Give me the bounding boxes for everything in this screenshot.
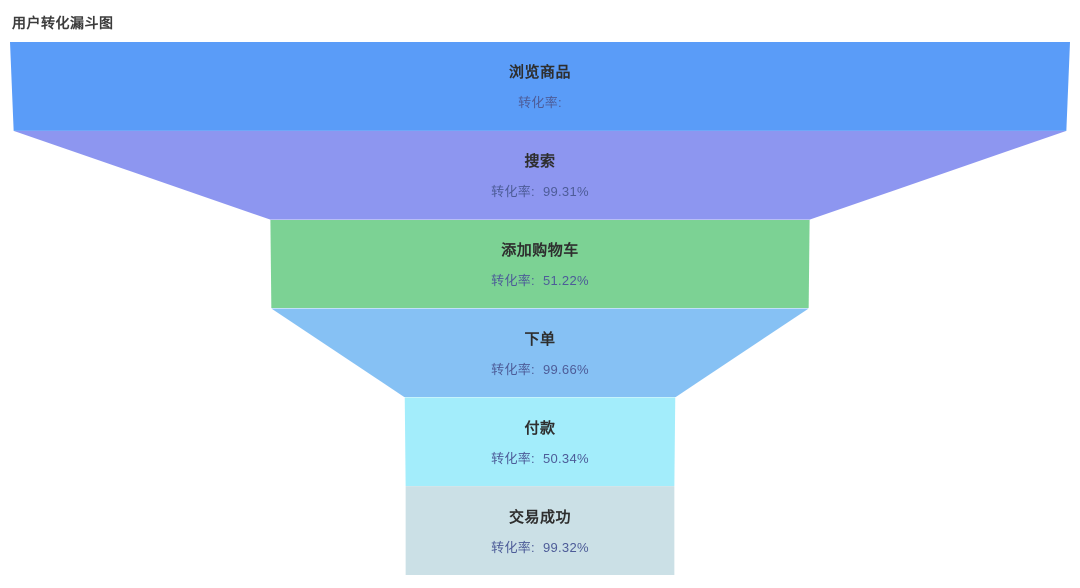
stage-rate: 转化率: <box>518 92 562 111</box>
funnel-stage-3[interactable]: 添加购物车转化率: 51.22% <box>270 219 810 309</box>
stage-label: 交易成功 <box>508 508 571 526</box>
funnel-chart: 浏览商品转化率:搜索转化率:99.31%添加购物车转化率:51.22%下单转化率… <box>10 42 1070 575</box>
stage-rate: 转化率: 99.66% <box>491 359 589 378</box>
chart-title: 用户转化漏斗图 <box>12 15 114 31</box>
funnel-stage-4[interactable]: 下单转化率: 99.66% <box>271 308 809 398</box>
stage-rate-value: 51.22% <box>542 273 589 289</box>
stage-rate-prefix: 转化率: <box>491 361 535 377</box>
stage-rate: 转化率: 50.34% <box>491 448 589 467</box>
stage-label: 搜索 <box>524 153 556 171</box>
stage-rate-prefix: 转化率: <box>491 539 535 555</box>
stage-rate-value: 99.32% <box>542 539 589 555</box>
stage-rate: 转化率: 99.32% <box>491 537 589 556</box>
stage-label: 下单 <box>524 330 556 348</box>
funnel-stage-2[interactable]: 搜索转化率: 99.31% <box>13 130 1067 220</box>
stage-rate-value: 50.34% <box>542 450 589 466</box>
stage-rate-prefix: 转化率: <box>491 184 535 200</box>
stage-rate: 转化率: 99.31% <box>491 181 589 200</box>
stage-rate-prefix: 转化率: <box>518 95 562 111</box>
stage-rate-prefix: 转化率: <box>491 273 535 289</box>
stage-label: 浏览商品 <box>508 64 571 82</box>
funnel-stage-5[interactable]: 付款转化率: 50.34% <box>404 397 676 487</box>
stage-rate: 转化率: 51.22% <box>491 270 589 289</box>
stage-rate-value: 99.31% <box>542 184 589 200</box>
funnel-stage-1[interactable]: 浏览商品转化率: <box>10 42 1070 131</box>
stage-rate-value: 99.66% <box>542 361 589 377</box>
stage-label: 添加购物车 <box>501 242 579 260</box>
funnel-stage-6[interactable]: 交易成功转化率: 99.32% <box>405 486 675 575</box>
stage-rate-prefix: 转化率: <box>491 450 535 466</box>
stage-label: 付款 <box>524 419 556 437</box>
